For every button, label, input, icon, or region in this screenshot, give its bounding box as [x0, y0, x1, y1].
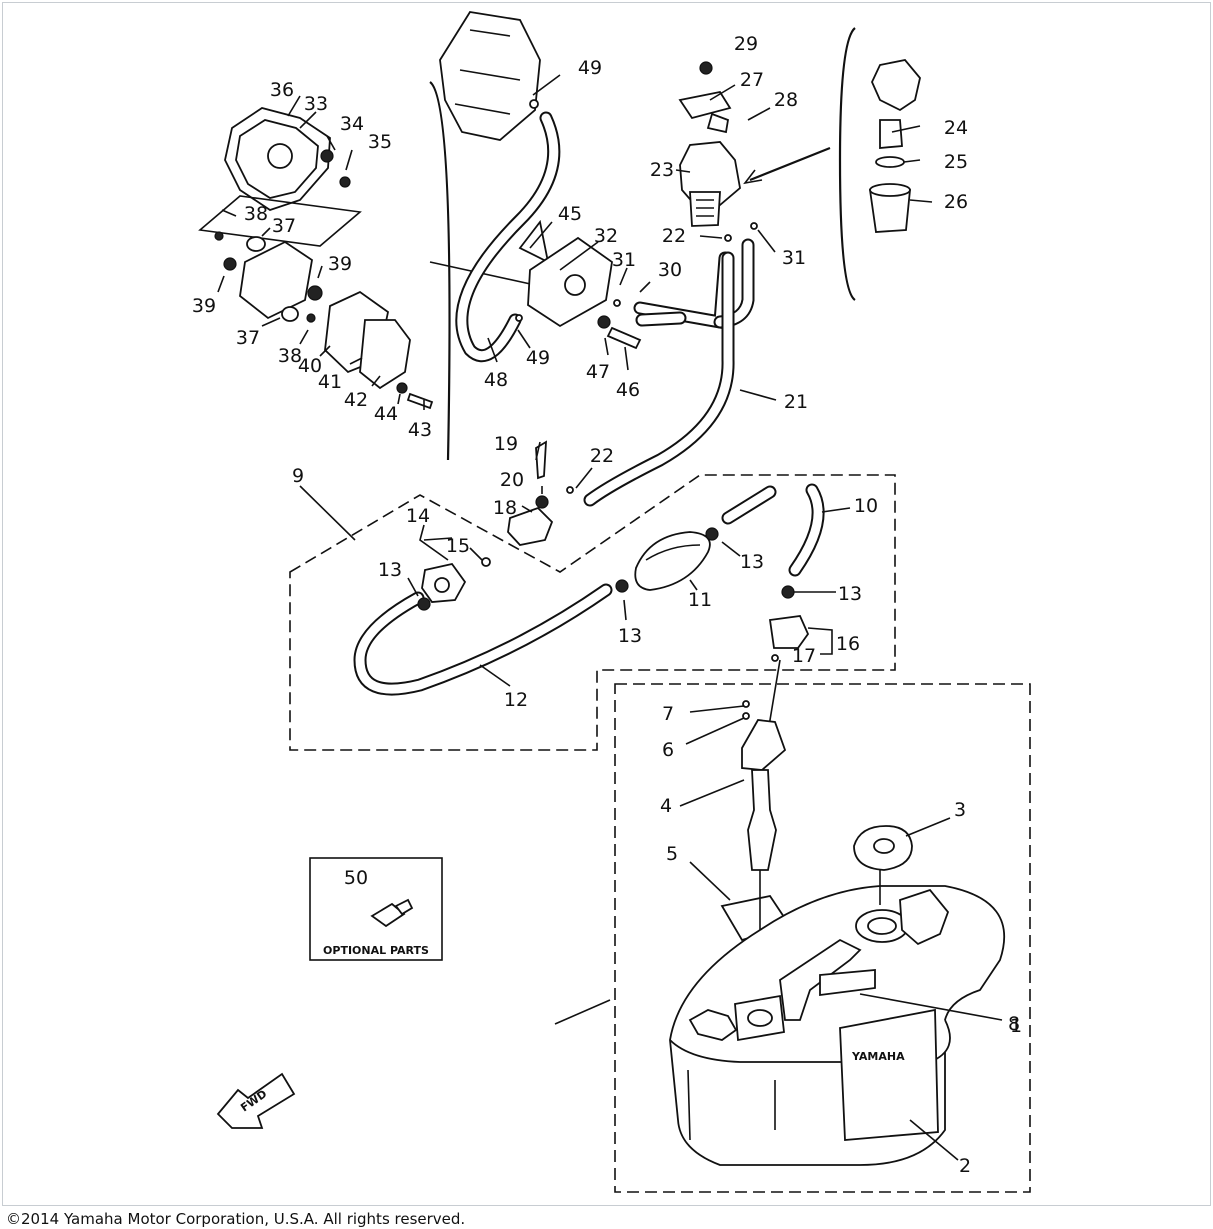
tank-connector [768, 615, 833, 662]
part-label-16: 16 [836, 633, 860, 655]
part-label-6: 6 [662, 739, 674, 761]
filter-detail [743, 27, 921, 301]
part-label-46: 46 [616, 379, 640, 401]
part-label-25: 25 [944, 151, 968, 173]
part-label-36: 36 [270, 79, 294, 101]
fuel-tank: YAMAHA [669, 825, 1005, 1166]
part-label-2: 2 [959, 1155, 971, 1177]
part-label-31a: 31 [612, 249, 636, 271]
part-label-23: 23 [650, 159, 674, 181]
part-label-34: 34 [340, 113, 364, 135]
optional-parts-label: OPTIONAL PARTS [323, 944, 429, 957]
part-label-35: 35 [368, 131, 392, 153]
part-label-42: 42 [344, 389, 368, 411]
diagram-frame [2, 2, 1211, 1206]
optional-parts-box: OPTIONAL PARTS [309, 857, 443, 961]
part-label-4: 4 [660, 795, 672, 817]
part-label-45: 45 [558, 203, 582, 225]
connector [417, 440, 574, 611]
part-label-18: 18 [493, 497, 517, 519]
part-label-43: 43 [408, 419, 432, 441]
part-label-14: 14 [406, 505, 430, 527]
part-label-39b: 39 [192, 295, 216, 317]
part-label-44: 44 [374, 403, 398, 425]
part-label-33: 33 [304, 93, 328, 115]
part-label-17: 17 [792, 645, 816, 667]
fuel-joint [515, 219, 642, 350]
part-label-31b: 31 [782, 247, 806, 269]
part-label-32: 32 [594, 225, 618, 247]
part-label-10: 10 [854, 495, 878, 517]
part-label-13d: 13 [838, 583, 862, 605]
part-label-22b: 22 [662, 225, 686, 247]
part-label-12: 12 [504, 689, 528, 711]
part-label-9: 9 [292, 465, 304, 487]
fwd-arrow-icon: FWD [216, 1072, 296, 1129]
part-label-29: 29 [734, 33, 758, 55]
part-label-41: 41 [318, 371, 342, 393]
part-label-1: 1 [1010, 1015, 1022, 1037]
primer-bulb [615, 527, 795, 599]
dashed-boundaries [289, 474, 1031, 1193]
part-label-40: 40 [298, 355, 322, 377]
part-label-38a: 38 [244, 203, 268, 225]
part-label-21: 21 [784, 391, 808, 413]
part-label-22a: 22 [590, 445, 614, 467]
tank-brand-label: YAMAHA [851, 1050, 905, 1063]
part-label-37a: 37 [272, 215, 296, 237]
part-label-8: 8 [1008, 1013, 1020, 1035]
part-label-39a: 39 [328, 253, 352, 275]
fuel-pickup [720, 659, 792, 1020]
part-label-24: 24 [944, 117, 968, 139]
part-label-15: 15 [446, 535, 470, 557]
part-label-37b: 37 [236, 327, 260, 349]
part-label-49b: 49 [578, 57, 602, 79]
part-label-3: 3 [954, 799, 966, 821]
part-label-28: 28 [774, 89, 798, 111]
part-label-47: 47 [586, 361, 610, 383]
part-label-13b: 13 [740, 551, 764, 573]
part-label-13a: 13 [378, 559, 402, 581]
part-label-5: 5 [666, 843, 678, 865]
part-label-30: 30 [658, 259, 682, 281]
part-label-27: 27 [740, 69, 764, 91]
part-label-13c: 13 [618, 625, 642, 647]
fuel-pump-exploded [198, 81, 536, 461]
fuel-filter [678, 61, 758, 242]
part-label-7: 7 [662, 703, 674, 725]
part-label-26: 26 [944, 191, 968, 213]
copyright-notice: ©2014 Yamaha Motor Corporation, U.S.A. A… [6, 1210, 466, 1228]
part-label-11: 11 [688, 589, 712, 611]
leader-lines [217, 74, 1003, 1161]
part-number-labels: 1 2 3 4 5 6 7 8 9 10 11 12 13 13 13 13 1… [192, 33, 1022, 1177]
part-label-38b: 38 [278, 345, 302, 367]
part-label-49a: 49 [526, 347, 550, 369]
part-label-19: 19 [494, 433, 518, 455]
part-label-50: 50 [344, 867, 368, 889]
hoses [353, 111, 825, 696]
part-label-48: 48 [484, 369, 508, 391]
part-label-20: 20 [500, 469, 524, 491]
carburetor [439, 11, 541, 141]
